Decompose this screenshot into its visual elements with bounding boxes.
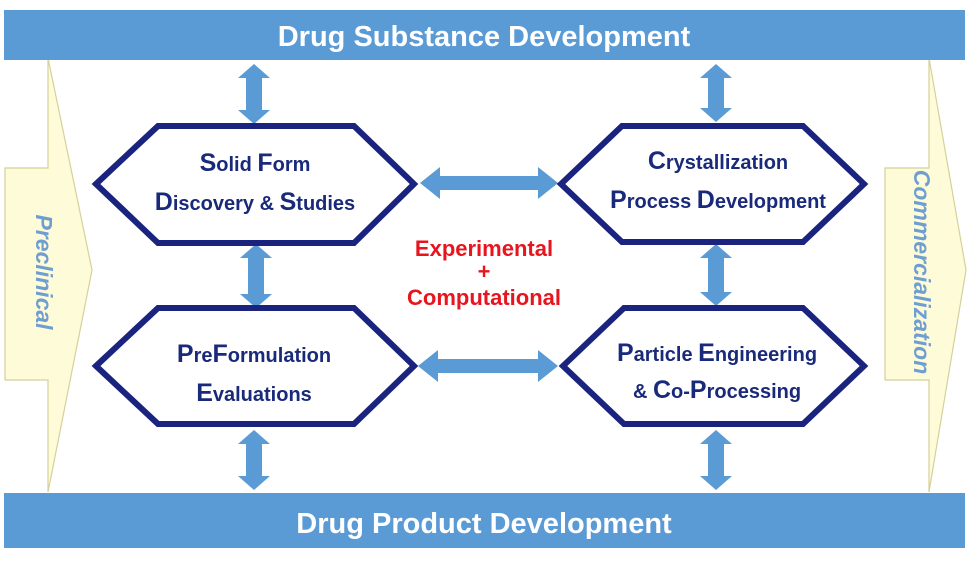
arrow-upper-horizontal [420,167,558,199]
label-capital: F [257,149,272,177]
label-capital: C [653,376,671,404]
particle-engineering-box [558,305,869,427]
label-text: orm [273,154,311,176]
label-text: o- [671,381,690,403]
particle-engineering-line1: Particle Engineering [617,339,817,367]
label-text: rystallization [666,152,788,174]
label-text: tudies [296,193,355,215]
label-capital: F [212,340,227,368]
label-capital: P [177,340,194,368]
label-capital: P [690,376,707,404]
arrow-top-right [700,64,732,122]
particle-engineering-line2: & Co-Processing [633,376,801,404]
commercialization-arrow [884,57,967,493]
label-text: & [633,381,653,403]
label-text: ngineering [715,344,817,366]
label-capital: D [155,188,173,216]
commercialization-label: Commercialization [909,170,935,375]
label-text: iscovery & [173,193,280,215]
label-text: rocessing [707,381,801,403]
center-plus: + [478,259,491,284]
label-text: valuations [213,384,312,406]
label-text: evelopment [715,191,826,213]
label-capital: E [196,379,213,407]
label-text: article [634,344,698,366]
preclinical-label: Preclinical [31,214,57,330]
drug-product-bar [4,493,965,548]
label-text: olid [216,154,257,176]
drug-product-label: Drug Product Development [296,508,672,540]
preformulation-box [91,305,419,427]
drug-substance-label: Drug Substance Development [278,21,691,53]
label-capital: P [617,339,634,367]
preformulation-line1: PreFormulation [177,340,331,368]
center-experimental: Experimental [415,236,553,261]
solid-form-box [91,123,419,246]
label-text: ormulation [228,345,331,367]
label-capital: S [280,188,297,216]
arrow-bottom-right [700,430,732,490]
arrow-mid-right [700,244,732,306]
crystallization-box [556,123,869,245]
label-capital: C [648,147,666,175]
solid-form-line2: Discovery & Studies [155,188,355,216]
crystallization-line1: Crystallization [648,147,788,175]
label-text: re [194,345,213,367]
label-text: rocess [627,191,697,213]
arrow-lower-horizontal [418,350,558,382]
solid-form-line1: Solid Form [200,149,311,177]
preformulation-line2: Evaluations [196,379,312,407]
label-capital: D [697,186,715,214]
center-computational: Computational [407,285,561,310]
arrow-bottom-left [238,430,270,490]
drug-substance-bar [4,10,965,60]
preclinical-arrow [4,57,93,493]
arrow-top-left [238,64,270,124]
arrow-mid-left [240,244,272,308]
crystallization-line2: Process Development [610,186,826,214]
label-capital: S [200,149,217,177]
label-capital: P [610,186,627,214]
label-capital: E [698,339,715,367]
